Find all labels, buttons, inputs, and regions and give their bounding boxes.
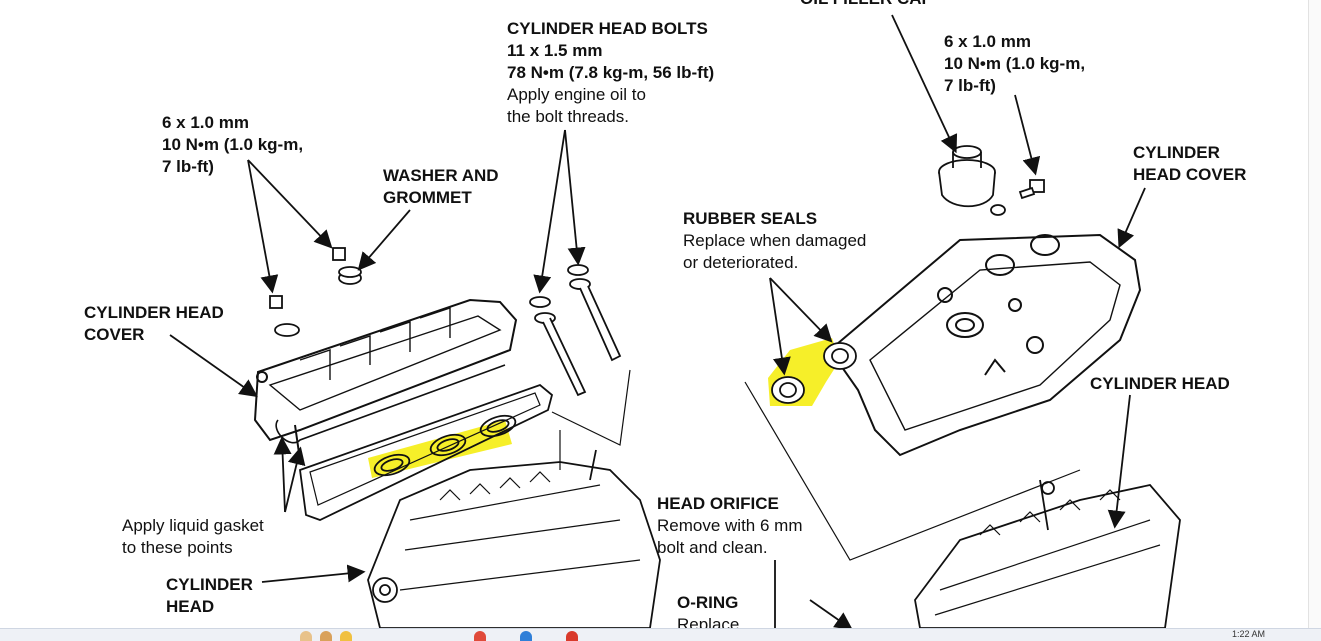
rubber-seals-note-2: or deteriorated. <box>683 253 799 272</box>
head-orifice-note-2: bolt and clean. <box>657 538 768 557</box>
cover-left-label: CYLINDER HEAD COVER <box>84 303 224 344</box>
oil-filler-cap-label: OIL FILLER CAP <box>800 0 933 10</box>
left-cover-gasket <box>299 383 554 521</box>
browser-icon[interactable] <box>474 631 486 641</box>
right-cylinder-head <box>914 479 1181 629</box>
app-icon[interactable] <box>320 631 332 641</box>
rubber-seals-note-1: Replace when damaged <box>683 231 867 250</box>
right-bolt-callout: 6 x 1.0 mm 10 N•m (1.0 kg-m, 7 lb-ft) <box>944 31 1085 97</box>
head-orifice-note-1: Remove with 6 mm <box>657 516 803 535</box>
left-head-cover <box>253 298 518 461</box>
rubber-seals-title: RUBBER SEALS <box>683 209 818 228</box>
rubber-seals-callout: RUBBER SEALS Replace when damaged or det… <box>683 208 866 274</box>
app-icon[interactable] <box>340 631 352 641</box>
cover-right-label: CYLINDER HEAD COVER <box>1133 143 1247 184</box>
taskbar-clock[interactable]: 1:22 AM <box>1231 629 1265 639</box>
left-bolt-size: 6 x 1.0 mm <box>162 113 249 132</box>
right-cover-fasteners <box>990 179 1045 216</box>
browser-icon[interactable] <box>520 631 532 641</box>
alignment-lines <box>551 369 1081 561</box>
right-head-cover <box>828 233 1142 457</box>
left-bolt-torque-1: 10 N•m (1.0 kg-m, <box>162 135 304 154</box>
head-bolts-size: 11 x 1.5 mm <box>507 41 603 60</box>
head-orifice-title: HEAD ORIFICE <box>657 494 779 513</box>
browser-icon[interactable] <box>566 631 578 641</box>
head-bolts-note-2: the bolt threads. <box>507 107 629 126</box>
liquid-gasket-callout: Apply liquid gasket to these points <box>122 516 264 557</box>
highlight-marks <box>368 338 840 478</box>
right-bolt-torque-2: 7 lb-ft) <box>944 76 996 95</box>
app-icon[interactable] <box>300 631 312 641</box>
head-bolts-note-1: Apply engine oil to <box>507 85 646 104</box>
cylinder-head-bolts <box>529 264 622 397</box>
head-bolts-callout: CYLINDER HEAD BOLTS 11 x 1.5 mm 78 N•m (… <box>507 18 714 128</box>
rubber-seals <box>771 342 857 404</box>
vertical-scrollbar[interactable] <box>1308 0 1321 628</box>
left-cover-fasteners <box>269 247 362 337</box>
o-ring-title: O-RING <box>677 593 739 612</box>
right-bolt-size: 6 x 1.0 mm <box>944 32 1031 51</box>
left-bolt-callout: 6 x 1.0 mm 10 N•m (1.0 kg-m, 7 lb-ft) <box>162 112 303 178</box>
taskbar: 1:22 AM <box>0 628 1321 641</box>
head-bolts-torque: 78 N•m (7.8 kg-m, 56 lb-ft) <box>507 63 715 82</box>
cylinder-head-right-label: CYLINDER HEAD <box>1090 374 1230 393</box>
cylinder-head-left-label: CYLINDER HEAD <box>166 575 253 616</box>
right-bolt-torque-1: 10 N•m (1.0 kg-m, <box>944 54 1086 73</box>
head-bolts-title: CYLINDER HEAD BOLTS <box>507 19 708 38</box>
head-orifice-callout: HEAD ORIFICE Remove with 6 mm bolt and c… <box>657 493 802 559</box>
left-bolt-torque-2: 7 lb-ft) <box>162 157 214 176</box>
oil-filler-cap <box>938 145 996 208</box>
washer-grommet-label: WASHER AND GROMMET <box>383 166 499 207</box>
leader-arrows <box>169 14 1146 631</box>
